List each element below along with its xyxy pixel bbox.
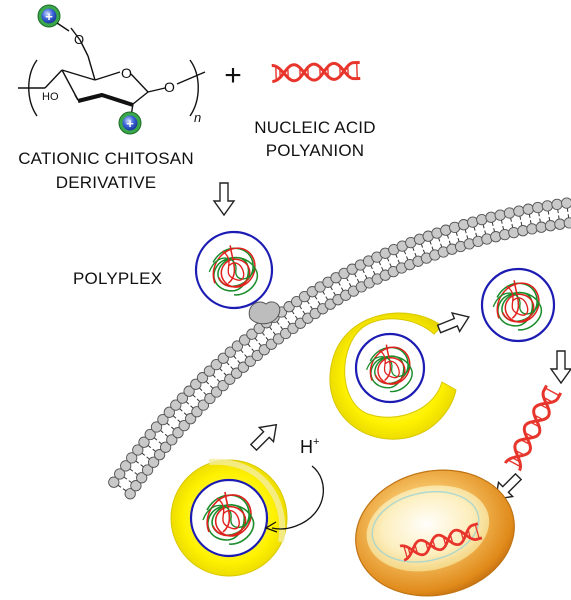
chitosan-label-line1: CATIONIC CHITOSAN (18, 149, 194, 168)
lipid-head (159, 441, 172, 453)
lipid-head (166, 434, 178, 446)
lipid-head (120, 460, 132, 472)
lipid-head (532, 201, 544, 214)
nucleic-acid-label-line1: NUCLEIC ACID (254, 118, 376, 137)
nucleic-acid-label: NUCLEIC ACID POLYANION (230, 118, 400, 161)
ring-oxygen: O (121, 65, 132, 81)
membrane-receptor (248, 301, 281, 325)
ch2-oxygen: O (74, 32, 84, 47)
lipid-head (494, 209, 506, 221)
lipid-head (210, 358, 222, 371)
glycosidic-oxygen: O (164, 79, 175, 95)
lipid-head (172, 427, 184, 439)
lipid-head (544, 220, 557, 232)
ring-front-edge (77, 93, 134, 107)
lipid-head (184, 413, 197, 425)
lipid-head (108, 476, 120, 488)
nucleic-acid-label-line2: POLYANION (265, 141, 365, 160)
lipid-head (132, 444, 144, 456)
hydroxyl-label: HO (42, 91, 59, 103)
lipid-head (522, 203, 534, 215)
lipid-head (554, 218, 566, 230)
lipid-head (541, 200, 554, 212)
lipid-head (124, 488, 136, 500)
lipid-head (526, 223, 538, 235)
lipid-head (246, 328, 258, 340)
repeat-bracket-right (189, 59, 199, 117)
lipid-head (535, 221, 547, 233)
lipid-head (178, 419, 190, 432)
lipid-head (170, 399, 182, 411)
polyplex-particle (194, 230, 274, 310)
lipid-head (130, 480, 142, 492)
lipid-head (203, 365, 216, 377)
lipid-head (190, 378, 202, 390)
repeat-n: n (194, 110, 201, 125)
lipid-head (147, 456, 160, 468)
lipid-head (485, 211, 497, 223)
lipid-head (231, 340, 244, 352)
proton-charge: + (313, 436, 319, 448)
lipid-head (163, 406, 175, 418)
chitosan-label: CATIONIC CHITOSAN DERIVATIVE (0, 149, 212, 193)
lipid-head (176, 392, 189, 404)
cationic-charge-icon: + (37, 4, 61, 28)
lipid-head (508, 226, 520, 239)
lipid-head (224, 346, 236, 358)
lipid-head (183, 385, 195, 397)
nucleus (355, 469, 515, 597)
lipid-head (476, 213, 488, 226)
cationic-charge-icon: + (118, 111, 142, 135)
lipid-head (503, 207, 516, 219)
lipid-head (191, 406, 203, 418)
lipid-head (126, 452, 138, 464)
lipid-head (517, 225, 529, 237)
lipid-head (150, 421, 163, 433)
lipid-head (513, 205, 525, 217)
released-polyplex (480, 267, 556, 343)
lipid-head (136, 472, 148, 484)
lipid-head (196, 372, 209, 384)
endosome (170, 458, 288, 577)
hollow-arrow-icon (213, 182, 235, 216)
lipid-head (138, 436, 150, 448)
cation-symbol: + (45, 9, 53, 24)
cation-symbol: + (126, 116, 134, 131)
hollow-arrow-icon (245, 416, 285, 456)
lipid-head (217, 352, 229, 364)
lipid-head (157, 413, 169, 426)
lipid-head (141, 464, 154, 476)
plus-sign: + (224, 59, 242, 92)
polyplex-label: POLYPLEX (73, 269, 163, 288)
lipid-head (114, 468, 126, 480)
forming-endosome (329, 312, 457, 440)
hollow-arrow-icon (434, 307, 474, 339)
hollow-arrow-icon (550, 350, 571, 384)
lipid-head (551, 198, 563, 211)
proton-label: H+ (300, 436, 319, 457)
dna-helix-icon (503, 383, 563, 473)
lipid-head (144, 428, 156, 441)
lipid-head (561, 197, 571, 209)
dna-helix-icon (270, 60, 362, 84)
chitosan-label-line2: DERIVATIVE (55, 173, 157, 192)
chitosan-structure: O O O HO n + + (18, 4, 206, 135)
proton-influx-arrow (271, 465, 325, 530)
lipid-head (153, 449, 166, 461)
cell-membrane (108, 197, 571, 500)
lipid-head (238, 334, 251, 346)
lipid-head (563, 217, 571, 229)
